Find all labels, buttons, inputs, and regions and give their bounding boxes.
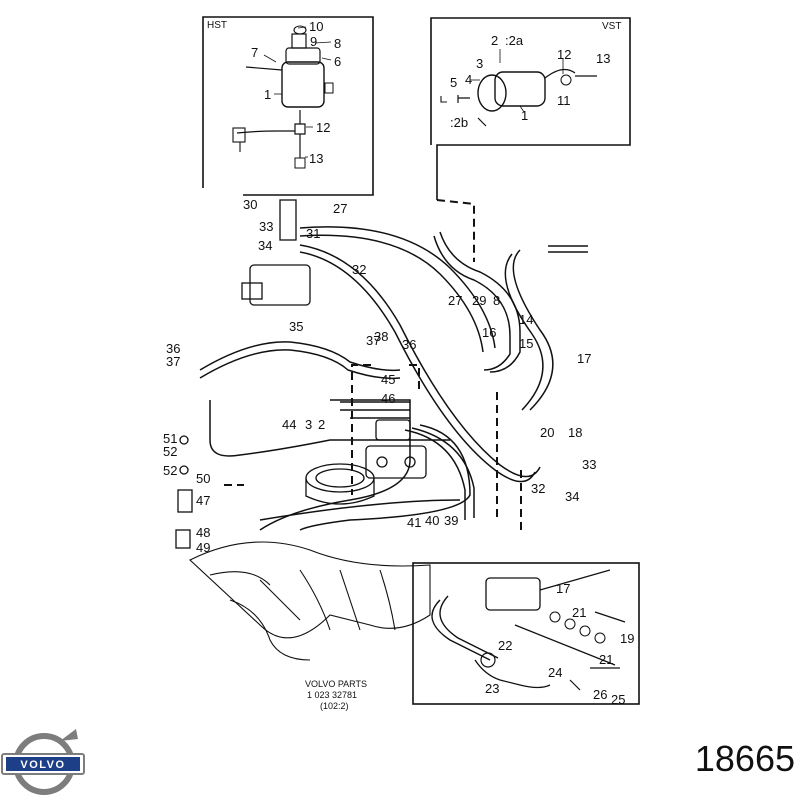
callout: 14 bbox=[519, 312, 533, 327]
callout: 40 bbox=[425, 513, 439, 528]
callout: 50 bbox=[196, 471, 210, 486]
callout: 37 bbox=[366, 333, 380, 348]
callout: 32 bbox=[531, 481, 545, 496]
reference-line: (102:2) bbox=[320, 701, 349, 711]
callout: 30 bbox=[243, 197, 257, 212]
callout: 24 bbox=[548, 665, 562, 680]
callout: 1 bbox=[521, 108, 528, 123]
callout: 5 bbox=[450, 75, 457, 90]
callout: 2 bbox=[318, 417, 325, 432]
reference-line: VOLVO PARTS bbox=[305, 679, 367, 689]
callout: 33 bbox=[582, 457, 596, 472]
callout: 34 bbox=[565, 489, 579, 504]
callout: 21 bbox=[599, 652, 613, 667]
callout: 47 bbox=[196, 493, 210, 508]
throttle-body bbox=[305, 463, 375, 505]
callout: 32 bbox=[352, 262, 366, 277]
callout: 8 bbox=[334, 36, 341, 51]
intake-manifold bbox=[189, 541, 431, 661]
callout: 25 bbox=[611, 692, 625, 707]
injector-assembly bbox=[175, 435, 193, 549]
callout: 19 bbox=[620, 631, 634, 646]
callout: 26 bbox=[593, 687, 607, 702]
callout: 1 bbox=[264, 87, 271, 102]
callout: 22 bbox=[498, 638, 512, 653]
callout: 13 bbox=[309, 151, 323, 166]
callout: 27 bbox=[333, 201, 347, 216]
callout: 33 bbox=[259, 219, 273, 234]
callout: 36 bbox=[166, 341, 180, 356]
callout: 23 bbox=[485, 681, 499, 696]
svg-text:VOLVO: VOLVO bbox=[20, 759, 65, 771]
callout: 7 bbox=[251, 45, 258, 60]
callout: 52 bbox=[163, 463, 177, 478]
part-number: 18665 bbox=[694, 738, 795, 779]
callout: 49 bbox=[196, 540, 210, 555]
callout: 9 bbox=[310, 34, 317, 49]
callout: 37 bbox=[166, 354, 180, 369]
callout: 2 bbox=[491, 33, 498, 48]
fuel-distributor bbox=[365, 419, 427, 479]
callout: 36 bbox=[402, 337, 416, 352]
callout: 48 bbox=[196, 525, 210, 540]
callout: 46 bbox=[381, 391, 395, 406]
callout: 31 bbox=[306, 226, 320, 241]
callout: 21 bbox=[572, 605, 586, 620]
reference-line: 1 023 32781 bbox=[307, 690, 357, 700]
dashed-leaders bbox=[224, 199, 522, 530]
callout: 6 bbox=[334, 54, 341, 69]
callout: 38 bbox=[374, 329, 388, 344]
hst-callouts: 10 9 8 7 6 1 12 13 bbox=[251, 19, 341, 166]
callout: 13 bbox=[596, 51, 610, 66]
callout: 17 bbox=[556, 581, 570, 596]
callout: 41 bbox=[407, 515, 421, 530]
callout: 12 bbox=[316, 120, 330, 135]
hoses-and-pipes bbox=[199, 226, 588, 531]
callout: 15 bbox=[519, 336, 533, 351]
main-callouts: 30 27 33 31 34 32 27 29 8 16 14 15 17 35… bbox=[163, 197, 596, 555]
fuel-pressure-regulator bbox=[241, 199, 311, 306]
callout: :2a bbox=[505, 33, 524, 48]
hst-inset-box: HST bbox=[202, 16, 374, 196]
vst-box-label: VST bbox=[602, 21, 621, 32]
callout: 3 bbox=[476, 56, 483, 71]
callout: 3 bbox=[305, 417, 312, 432]
volvo-logo: VOLVO bbox=[1, 729, 85, 795]
callout: 45 bbox=[381, 372, 395, 387]
callout: 8 bbox=[493, 293, 500, 308]
callout: 27 bbox=[448, 293, 462, 308]
callout: 11 bbox=[557, 93, 571, 108]
callout: 20 bbox=[540, 425, 554, 440]
callout: 44 bbox=[282, 417, 296, 432]
hst-box-label: HST bbox=[207, 20, 227, 31]
vst-callouts: 2 :2a 12 13 3 4 5 11 1 :2b bbox=[450, 33, 610, 130]
callout: 29 bbox=[472, 293, 486, 308]
callout: 17 bbox=[577, 351, 591, 366]
inset-callouts: 17 21 19 22 21 24 23 26 25 bbox=[485, 581, 634, 707]
callout: :2b bbox=[450, 115, 468, 130]
vst-inset-box: VST bbox=[430, 17, 631, 200]
callout: 39 bbox=[444, 513, 458, 528]
callout: 51 bbox=[163, 431, 177, 446]
callout: 18 bbox=[568, 425, 582, 440]
callout: 4 bbox=[465, 72, 472, 87]
parts-reference: VOLVO PARTS 1 023 32781 (102:2) bbox=[305, 679, 367, 711]
detail-inset-box bbox=[412, 562, 640, 705]
callout: 12 bbox=[557, 47, 571, 62]
callout: 10 bbox=[309, 19, 323, 34]
callout: 34 bbox=[258, 238, 272, 253]
callout: 35 bbox=[289, 319, 303, 334]
callout: 52 bbox=[163, 444, 177, 459]
callout: 16 bbox=[482, 325, 496, 340]
